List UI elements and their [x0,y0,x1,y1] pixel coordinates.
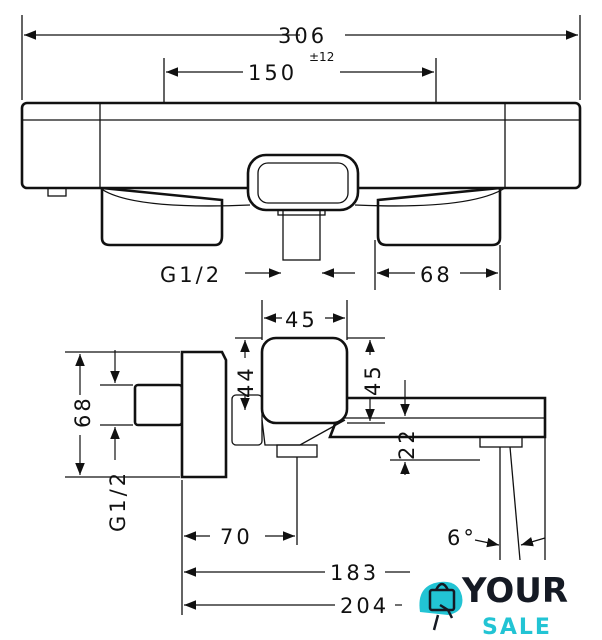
dim-box-height: 45 [361,363,385,396]
dim-box-width: 45 [285,308,318,332]
dim-spout-drop: 22 [395,427,419,460]
top-view: 306 150 ±12 G1/2 68 [20,15,582,290]
dim-angle: 6° [447,526,477,550]
dim-overall-width: 306 [278,24,327,48]
dim-wall-to-outlet: 70 [220,525,253,549]
dim-thread-top: G1/2 [160,263,222,287]
dim-vertical-height: 68 [71,395,95,428]
dim-box-offset: 44 [234,365,258,398]
logo-text-sale: SALE [482,615,552,640]
side-view: 45 68 G1/2 44 45 22 [65,300,547,618]
dim-center-distance: 150 [248,61,297,85]
dim-center-tolerance: ±12 [309,50,334,64]
logo-text-your: YOUR [461,571,568,611]
dim-thread-side: G1/2 [106,470,130,532]
dim-spout-projection: 183 [330,561,379,585]
yoursale-logo: YOUR SALE [412,568,572,640]
dim-handle-width: 68 [420,263,453,287]
dim-overall-projection: 204 [340,594,389,618]
